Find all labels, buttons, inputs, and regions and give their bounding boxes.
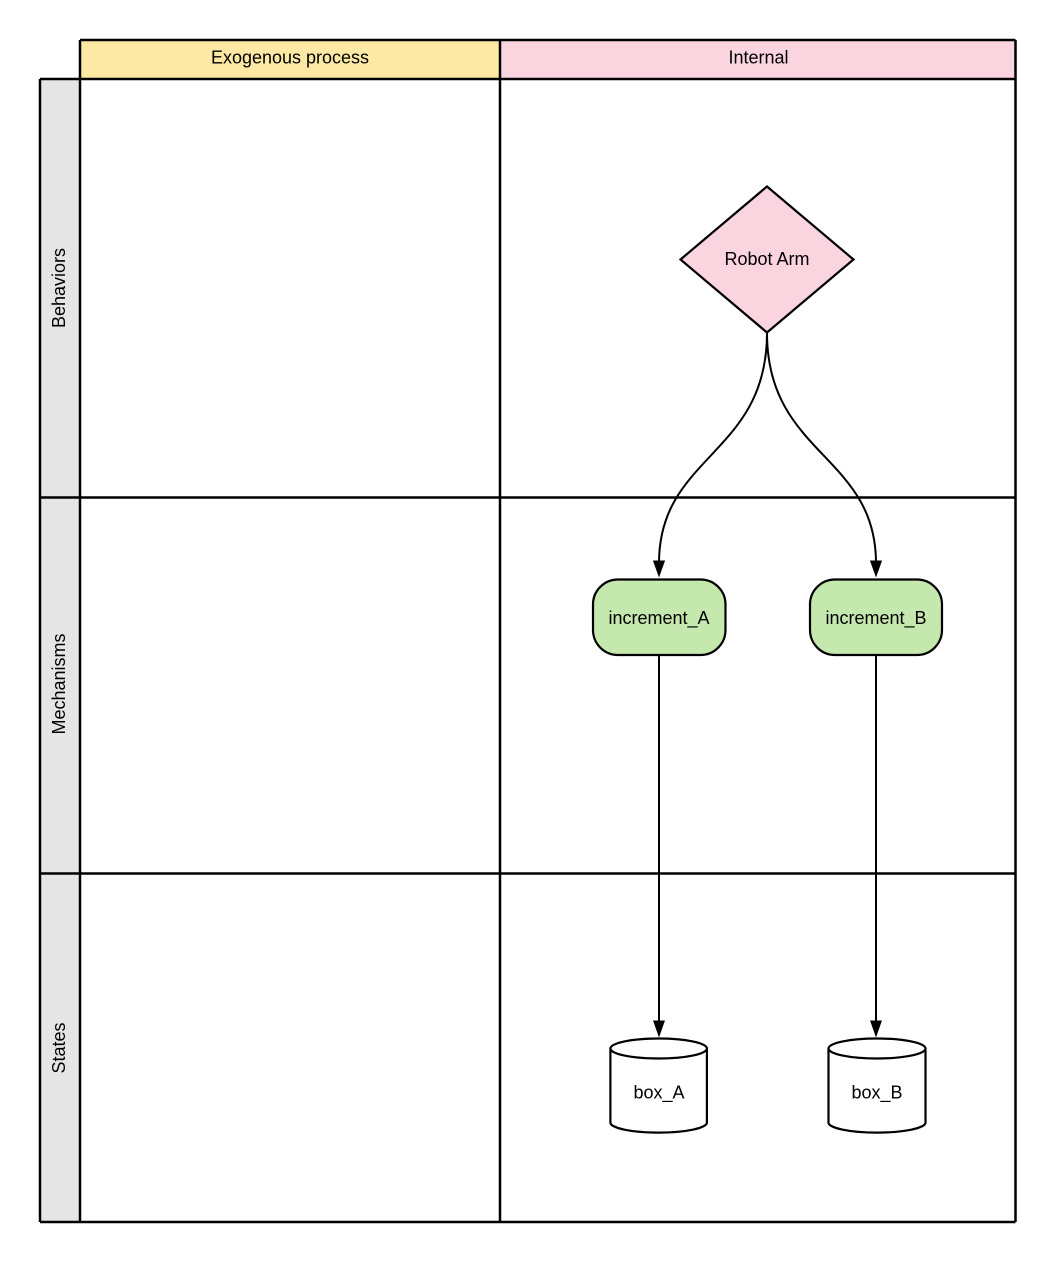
svg-text:States: States: [49, 1022, 69, 1073]
svg-text:box_B: box_B: [851, 1083, 902, 1104]
svg-text:Internal: Internal: [728, 48, 788, 68]
svg-text:box_A: box_A: [633, 1083, 684, 1104]
svg-text:Behaviors: Behaviors: [49, 248, 69, 328]
svg-text:increment_B: increment_B: [825, 608, 926, 629]
svg-text:Robot Arm: Robot Arm: [724, 249, 809, 269]
svg-text:increment_A: increment_A: [608, 608, 709, 629]
svg-text:Mechanisms: Mechanisms: [49, 633, 69, 734]
svg-text:Exogenous process: Exogenous process: [211, 48, 369, 68]
